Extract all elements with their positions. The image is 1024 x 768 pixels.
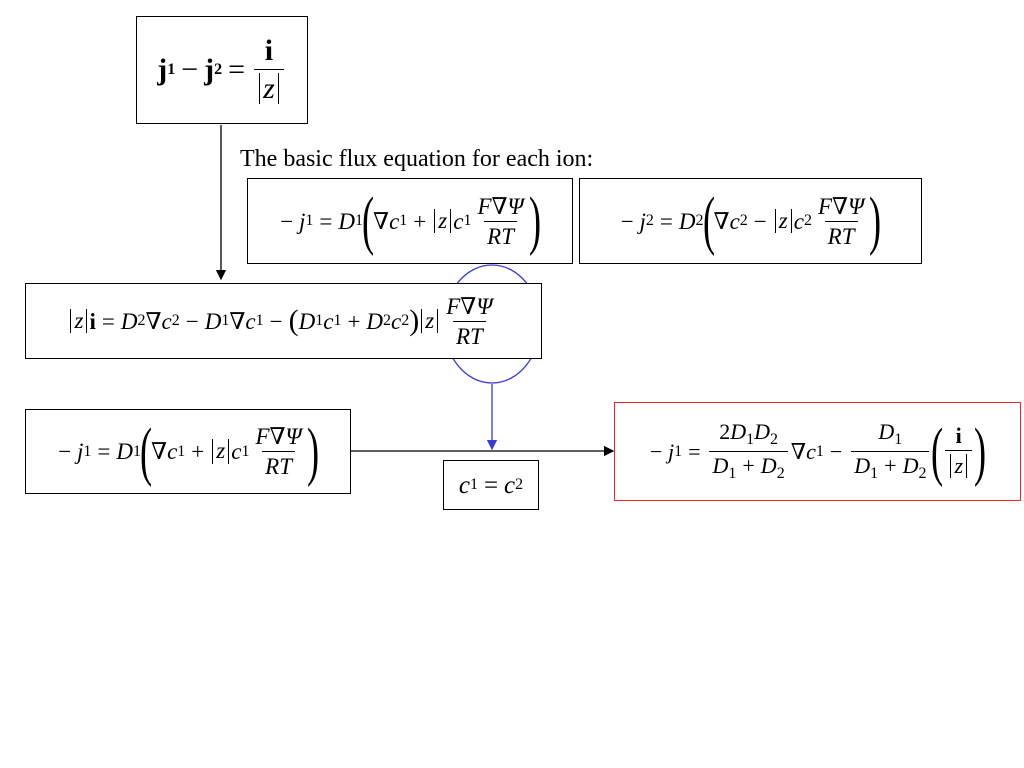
caption-text: The basic flux equation for each ion: — [240, 146, 594, 172]
